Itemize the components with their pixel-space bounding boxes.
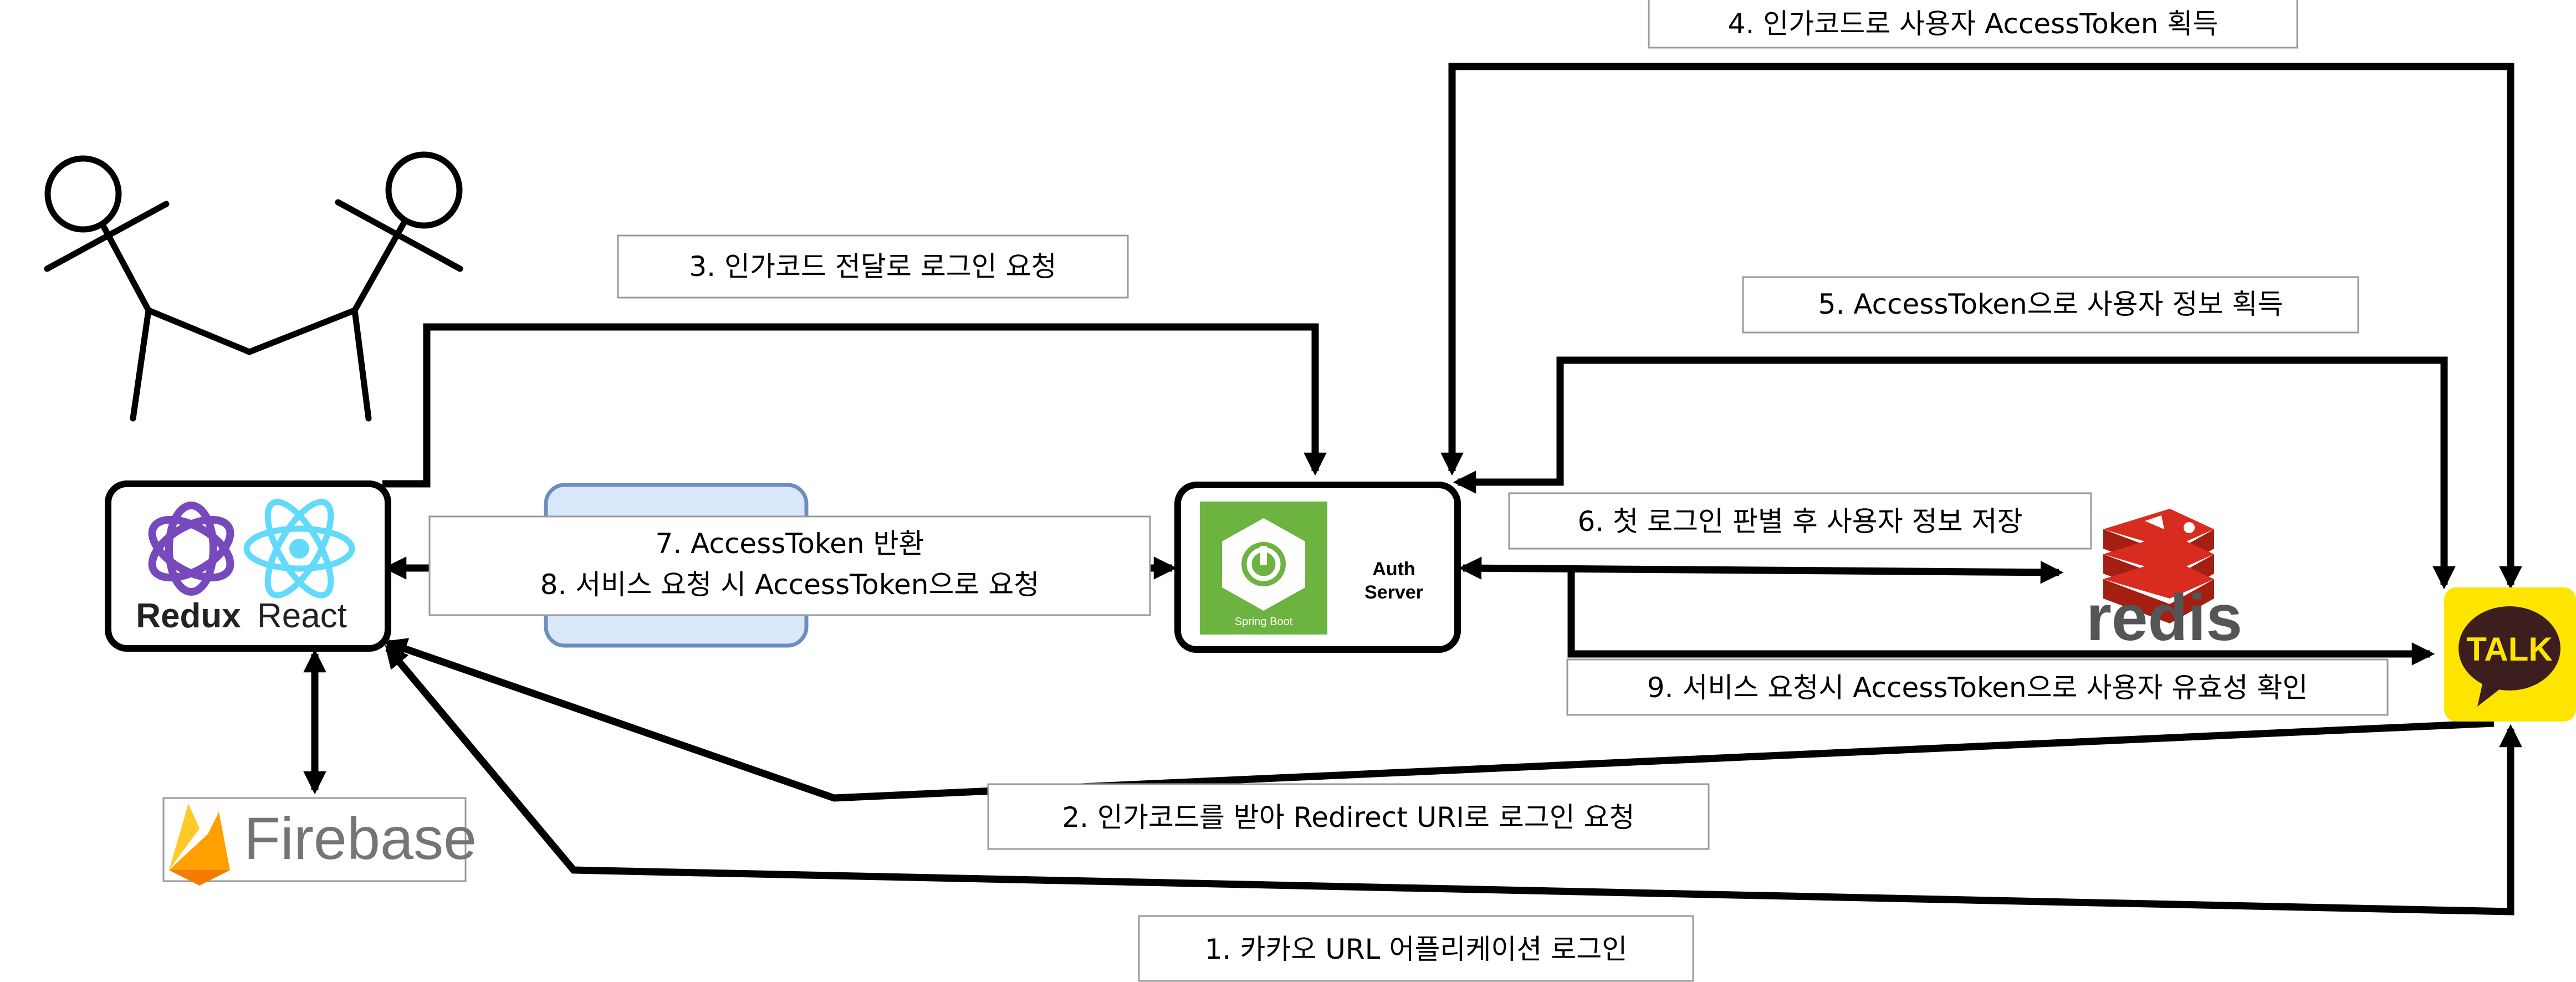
step8-label: 8. 서비스 요청 시 AccessToken으로 요청 [540,569,1040,601]
kakaotalk-label: TALK [2466,631,2553,668]
step2-label: 2. 인가코드를 받아 Redirect URI로 로그인 요청 [1062,801,1634,833]
firebase-icon [169,804,230,886]
redis-icon [2103,509,2214,623]
step3-box [617,234,1129,299]
step4-box [1648,0,2298,49]
frontend-node [105,480,391,652]
redux-icon [148,502,234,596]
arrow-step3 [382,323,1327,488]
step4-label: 4. 인가코드로 사용자 AccessToken 획득 [1728,8,2219,40]
redux-label: Redux [136,597,241,635]
step5-box [1742,276,2359,334]
firebase-label: Firebase [244,805,477,872]
step7-label: 7. AccessToken 반환 [656,528,924,560]
step6-box [1508,492,2092,550]
arrow-step9 [1567,568,2435,666]
arrow-step4 [1440,63,2522,590]
redis-label: redis [2086,581,2242,654]
kakaotalk-bubble-tail [2477,682,2502,707]
auth-server-line1: Auth [1372,559,1415,580]
step1-label: 1. 카카오 URL 어플리케이션 로그인 [1205,933,1627,965]
step7-8-box [428,515,1151,616]
step5-label: 5. AccessToken으로 사용자 정보 획득 [1818,288,2283,320]
react-label: React [257,597,347,635]
step3-label: 3. 인가코드 전달로 로그인 요청 [689,250,1056,283]
auth-server-line2: Server [1364,582,1423,603]
step6-label: 6. 첫 로그인 판별 후 사용자 정보 저장 [1578,505,2023,538]
step1-box [1138,915,1694,982]
step9-box [1566,658,2389,716]
react-icon [243,499,355,599]
step9-label: 9. 서비스 요청시 AccessToken으로 사용자 유효성 확인 [1647,672,2308,704]
arrow-step6 [1458,556,2064,584]
kakaotalk-bubble [2459,606,2560,691]
users-stick-figure-icon [44,151,463,422]
arrow-step1 [385,645,2522,915]
spring-power-line [1260,546,1267,565]
step2-box [987,783,1710,850]
arrow-step5 [1453,356,2456,590]
spring-boot-label: Spring Boot [1235,616,1293,628]
